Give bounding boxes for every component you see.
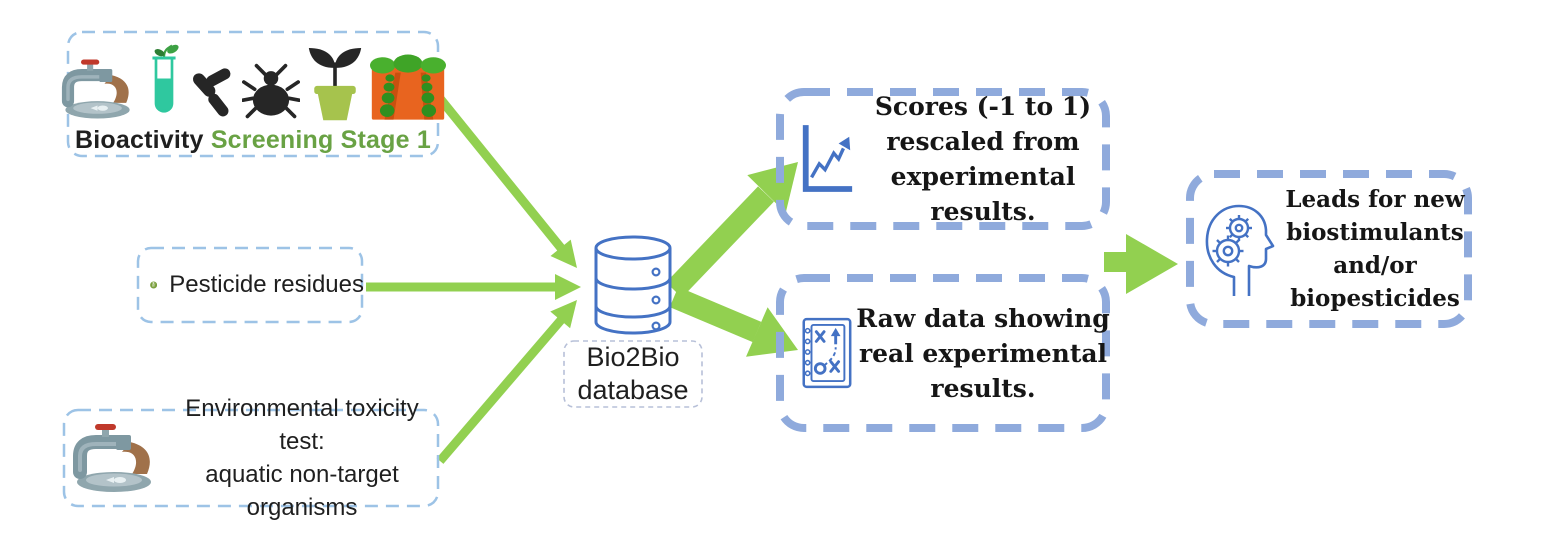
bioactivity-screening-box: Bioactivity Screening Stage 1 — [61, 30, 446, 158]
environmental-box-border — [62, 408, 440, 508]
leads-box: Leads for new biostimulants and/or biope… — [1186, 170, 1472, 328]
raw-data-label-line3: results. — [930, 373, 1036, 403]
environmental-label-line1: Environmental toxicity test: — [185, 395, 419, 455]
environmental-label-line2: aquatic non-target organisms — [205, 461, 399, 521]
scores-box: Scores (-1 to 1) rescaled from experimen… — [776, 88, 1110, 230]
strategy-sheet-icon — [802, 317, 852, 389]
database-label-line1: Bio2Bio — [586, 342, 680, 372]
leads-label-line1: Leads for new — [1285, 186, 1465, 213]
scores-box-border — [776, 88, 1110, 230]
pesticide-label: Pesticide residues — [169, 271, 364, 298]
pesticide-residues-box: Pesticide residues — [136, 246, 364, 324]
leads-label-line3: and/or — [1333, 252, 1417, 279]
crop-field-icon — [369, 54, 446, 120]
environmental-label: Environmental toxicity test: aquatic non… — [164, 392, 440, 524]
faucet-water-icon — [61, 59, 130, 119]
arrow-database-to-rawdata — [669, 286, 798, 357]
arrow-environmental-to-database — [436, 300, 577, 464]
raw-data-label-line2: real experimental — [858, 338, 1108, 368]
arrow-database-to-scores — [666, 162, 798, 298]
scores-label-line1: Scores (-1 to 1) — [874, 92, 1092, 121]
leads-label-line2: biostimulants — [1286, 219, 1464, 246]
raw-data-box: Raw data showing real experimental resul… — [776, 274, 1110, 432]
arrow-results-to-leads — [1104, 234, 1178, 294]
arrow-bioactivity-to-database — [434, 93, 577, 268]
potted-plant-icon — [308, 48, 361, 121]
environmental-toxicity-box: Environmental toxicity test: aquatic non… — [62, 395, 440, 521]
leads-box-border — [1186, 170, 1472, 328]
arrow-pesticide-to-database — [366, 274, 581, 300]
faucet-water-icon — [73, 424, 151, 492]
scores-label-line2: rescaled from — [886, 127, 1080, 156]
raw-data-box-border — [776, 274, 1110, 432]
pesticide-spray-icon — [150, 281, 158, 289]
beetle-icon — [241, 63, 300, 119]
database-label-border — [563, 340, 703, 408]
pesticide-box-border — [136, 246, 364, 324]
chart-increase-icon — [802, 125, 853, 192]
scores-label-line3: experimental — [890, 162, 1076, 191]
bioactivity-label-prefix: Bioactivity — [75, 126, 211, 154]
bioactivity-label: Bioactivity Screening Stage 1 — [75, 126, 431, 155]
raw-data-label-line1: Raw data showing — [856, 303, 1110, 333]
database-icon — [594, 235, 672, 335]
test-tube-sprout-icon — [151, 44, 179, 113]
database-label-line2: database — [577, 375, 689, 405]
head-gears-icon — [1205, 204, 1275, 296]
scores-label: Scores (-1 to 1) rescaled from experimen… — [856, 89, 1110, 229]
raw-data-label: Raw data showing real experimental resul… — [856, 301, 1110, 406]
database-label-box: Bio2Bio database — [563, 340, 703, 408]
database-label: Bio2Bio database — [577, 341, 688, 407]
leads-label: Leads for new biostimulants and/or biope… — [1278, 183, 1472, 315]
bioactivity-icon-row — [61, 40, 446, 122]
bioactivity-label-highlight: Screening Stage 1 — [210, 126, 431, 154]
leads-label-line4: biopesticides — [1290, 285, 1460, 312]
scores-label-line4: results. — [930, 197, 1036, 226]
seeds-icon — [192, 68, 230, 117]
